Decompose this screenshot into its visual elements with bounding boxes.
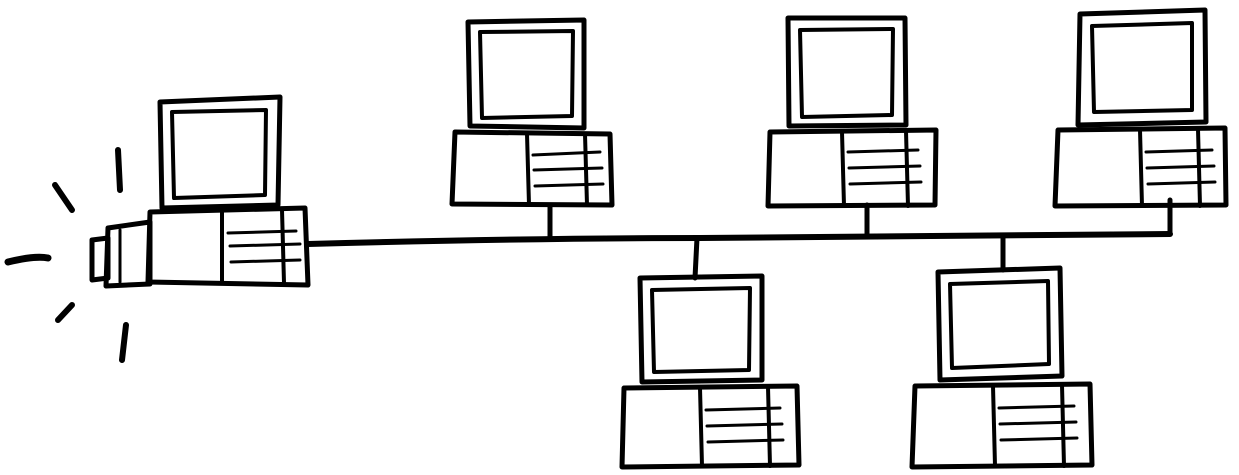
camera-icon <box>92 222 150 286</box>
workstation-computer <box>768 18 936 206</box>
workstation-computer <box>452 20 612 205</box>
workstation-computer <box>912 268 1092 467</box>
monitor-icon <box>160 97 280 208</box>
cpu-case-icon <box>148 208 308 285</box>
server-computer <box>92 97 308 286</box>
workstation-computer <box>1055 10 1226 206</box>
workstation-computer <box>622 276 799 467</box>
